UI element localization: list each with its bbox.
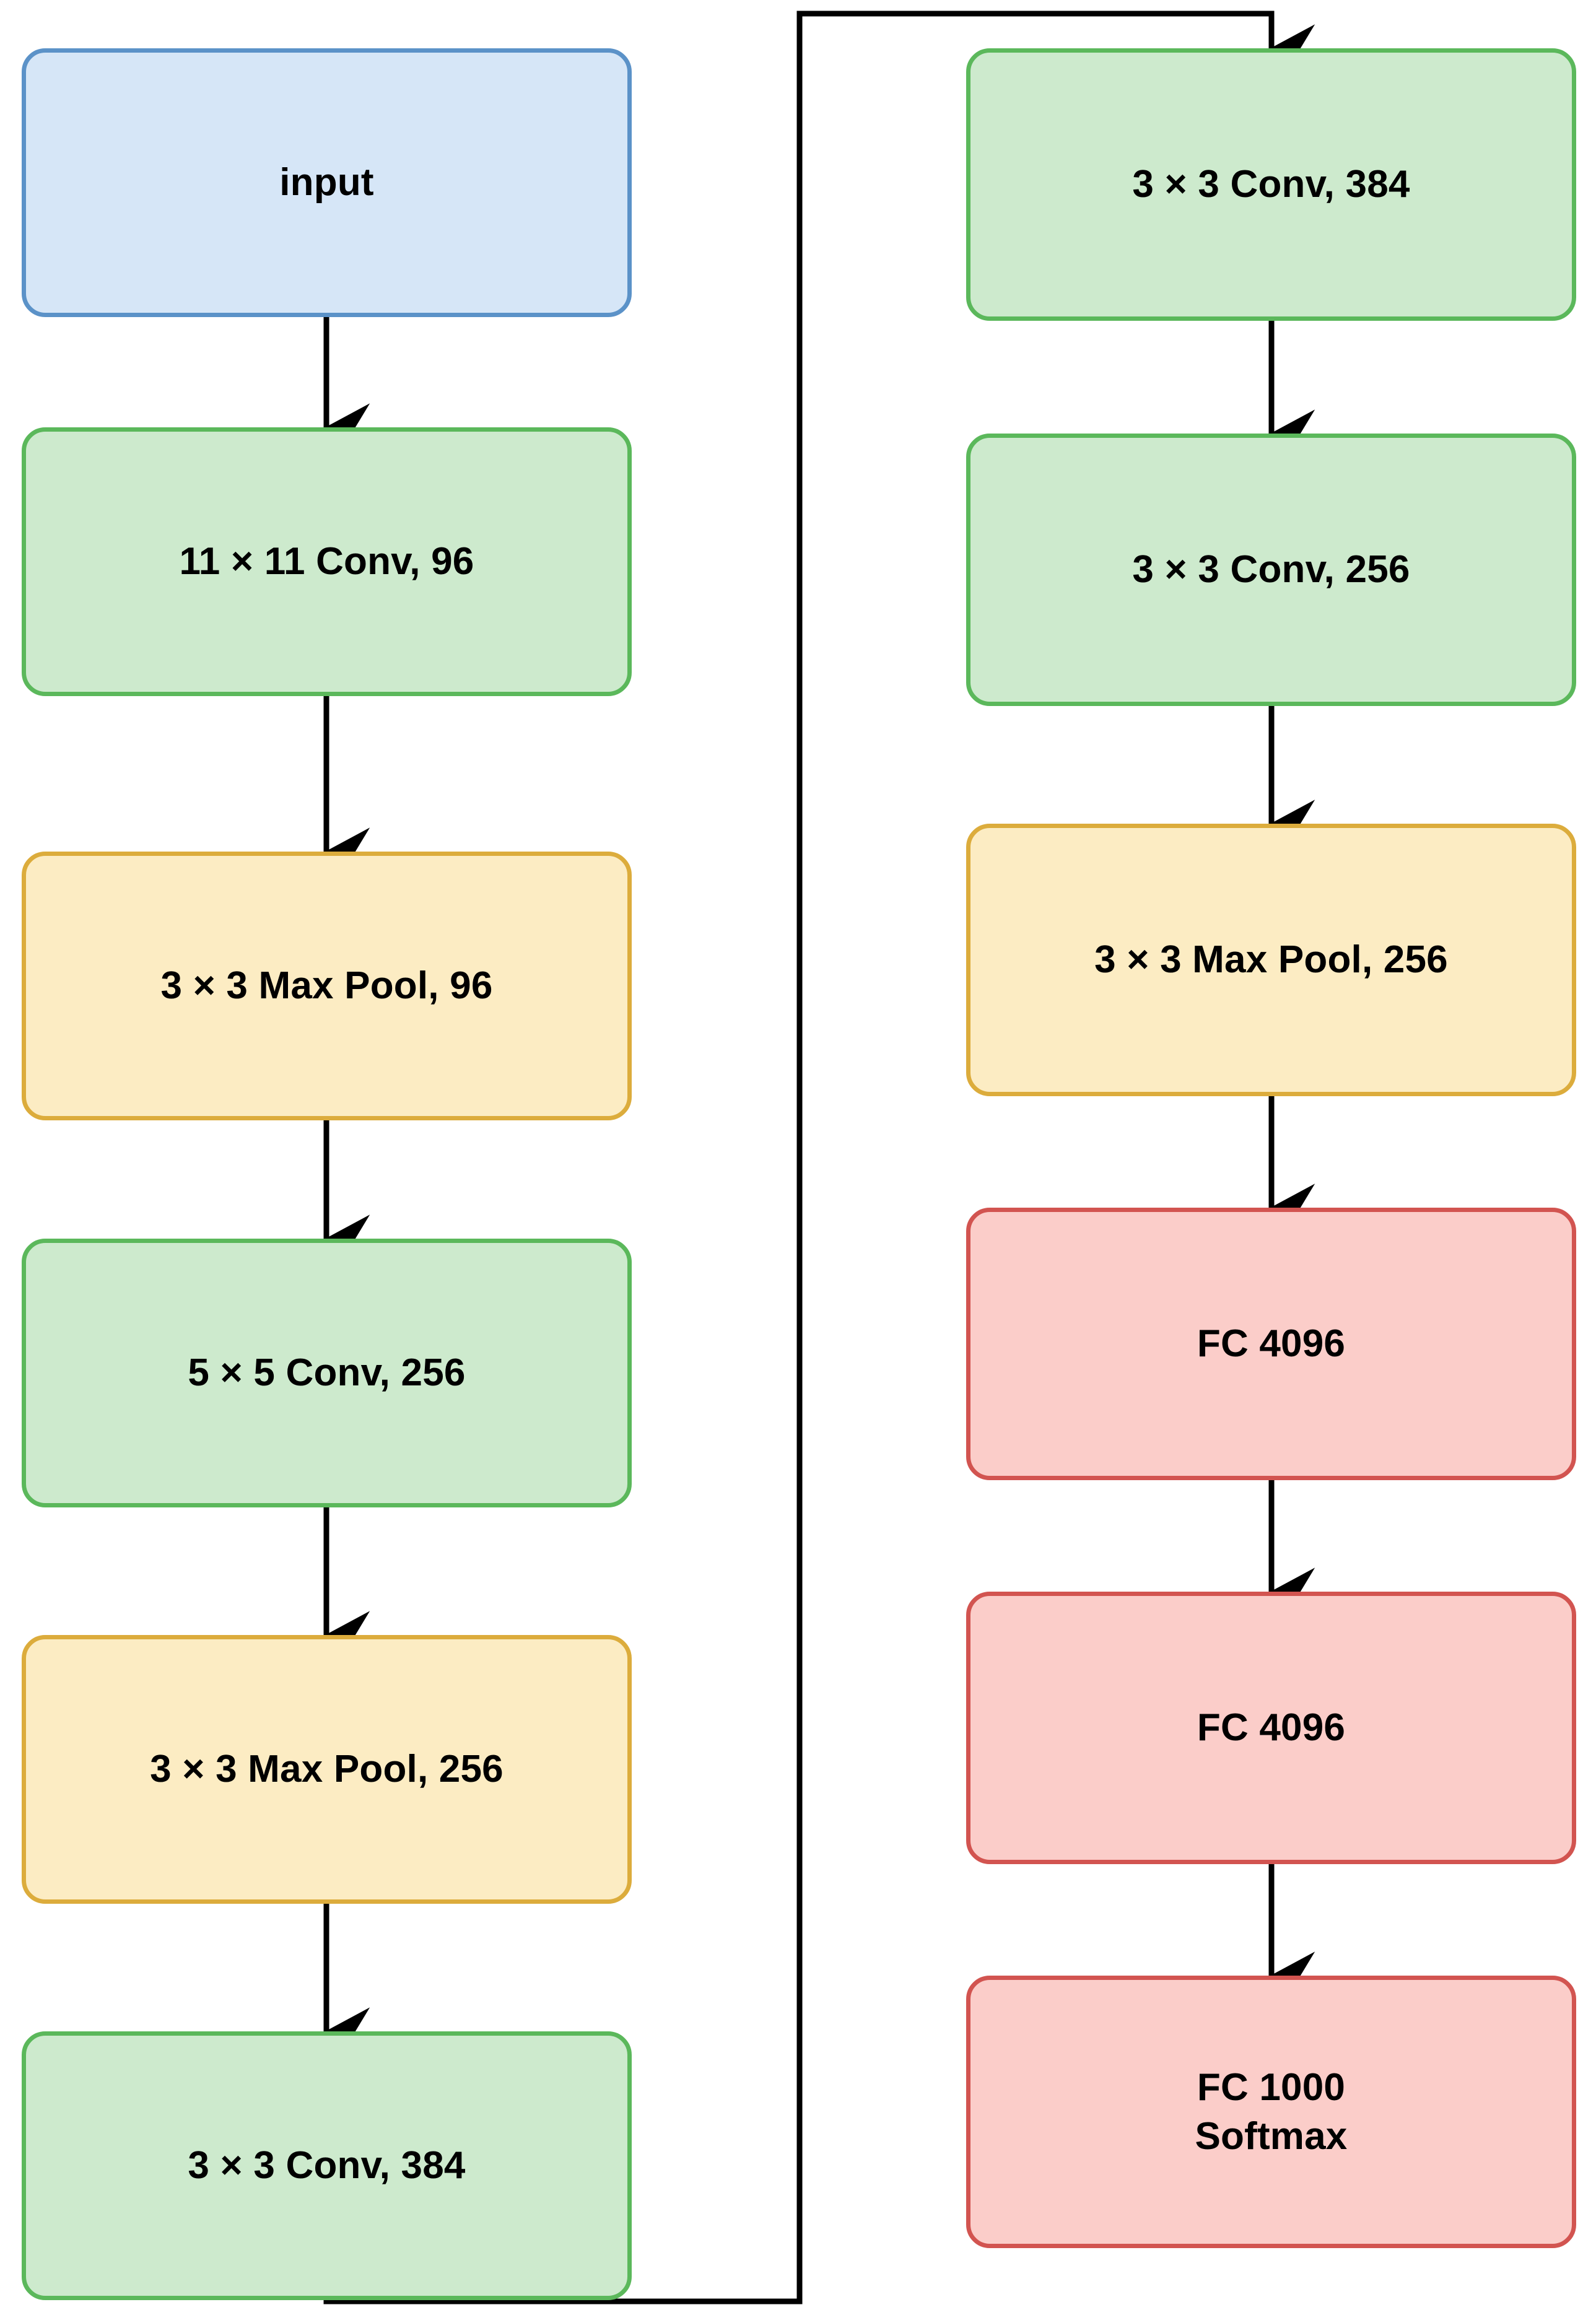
node-fc-1000-softmax[interactable]: FC 1000 Softmax (966, 1976, 1576, 2248)
node-maxpool-3x3-256-left[interactable]: 3 × 3 Max Pool, 256 (22, 1635, 632, 1904)
edge-conv3-to-conv4 (323, 11, 1315, 2304)
node-maxpool-3x3-96[interactable]: 3 × 3 Max Pool, 96 (22, 852, 632, 1120)
node-conv-3x3-384-right[interactable]: 3 × 3 Conv, 384 (966, 48, 1576, 321)
node-maxpool-3x3-256-right[interactable]: 3 × 3 Max Pool, 256 (966, 824, 1576, 1096)
node-fc-4096-second[interactable]: FC 4096 (966, 1592, 1576, 1864)
node-fc-4096-first[interactable]: FC 4096 (966, 1208, 1576, 1480)
node-input[interactable]: input (22, 48, 632, 317)
node-conv-5x5-256[interactable]: 5 × 5 Conv, 256 (22, 1239, 632, 1507)
node-conv-11x11-96[interactable]: 11 × 11 Conv, 96 (22, 427, 632, 696)
node-conv-3x3-384-left[interactable]: 3 × 3 Conv, 384 (22, 2031, 632, 2300)
node-conv-3x3-256[interactable]: 3 × 3 Conv, 256 (966, 434, 1576, 706)
